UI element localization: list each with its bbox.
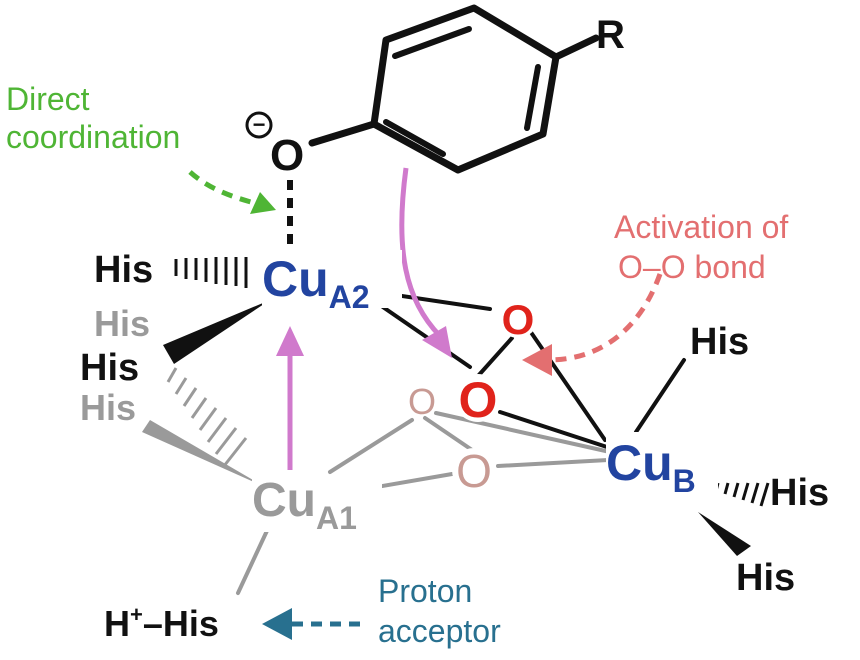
pink-dashed-arrow — [547, 273, 663, 363]
magenta-arrowhead-cu — [276, 326, 304, 356]
svg-text:O: O — [459, 372, 498, 428]
svg-text:O: O — [456, 445, 492, 497]
cu-b-center: CuB — [606, 432, 718, 499]
svg-text:CuA1: CuA1 — [252, 474, 357, 536]
cu-a2-center: CuA2 — [262, 250, 402, 315]
phenolate-oxygen-label: O — [270, 131, 304, 180]
his-cu-b-right-label: His — [770, 472, 829, 514]
his-cu-a1-wedge-bond — [142, 420, 265, 487]
oxygen-red-top: O — [498, 296, 538, 343]
direct-coordination-line1: Direct — [6, 81, 90, 117]
magenta-arrowhead-ring — [422, 326, 452, 358]
his-cu-a2-hashed-bond — [174, 257, 248, 288]
phenolate-charge-sign: − — [253, 112, 266, 137]
proton-acceptor-line1: Proton — [378, 573, 472, 609]
magenta-arrow-ring-to-o — [399, 167, 442, 338]
his-a1-gray-top-label: His — [94, 303, 150, 344]
his-a2-top-label: His — [94, 249, 153, 291]
svg-text:CuB: CuB — [606, 435, 696, 499]
green-arrowhead — [250, 192, 276, 214]
proton-acceptor-line2: acceptor — [378, 613, 501, 649]
his-cu-b-top-label: His — [690, 321, 749, 363]
activation-line2: O–O bond — [618, 249, 766, 285]
his-cu-a2-wedge-bond — [163, 300, 270, 364]
phenolate-ring — [308, 4, 600, 174]
his-cu-b-wedge-bond — [698, 512, 751, 556]
his-cu-b-bottom-label: His — [736, 557, 795, 599]
cu-a1-center: CuA1 — [252, 474, 382, 536]
pink-arrowhead — [522, 344, 552, 376]
teal-arrowhead — [262, 608, 292, 640]
direct-coordination-line2: coordination — [6, 119, 180, 155]
phenolate-charge-icon — [245, 111, 273, 139]
his-cu-b-hashed-bond — [714, 482, 770, 507]
his-a1-gray-bottom-label: His — [80, 387, 136, 428]
oxygen-red-mid: O — [454, 372, 502, 428]
oxygen-faded-top: O — [408, 381, 436, 422]
svg-text:CuA2: CuA2 — [262, 251, 370, 315]
r-group-label: R — [596, 13, 625, 57]
activation-line1: Activation of — [614, 209, 788, 245]
green-dashed-arrow — [188, 170, 263, 208]
his-a2-left-label: His — [80, 347, 139, 389]
h-plus-his-label: H+–His — [104, 602, 219, 644]
svg-text:O: O — [408, 381, 436, 422]
svg-text:O: O — [502, 296, 535, 343]
oxygen-faded-bottom: O — [452, 445, 496, 497]
his-cu-a1-hashed-bond — [166, 367, 248, 467]
